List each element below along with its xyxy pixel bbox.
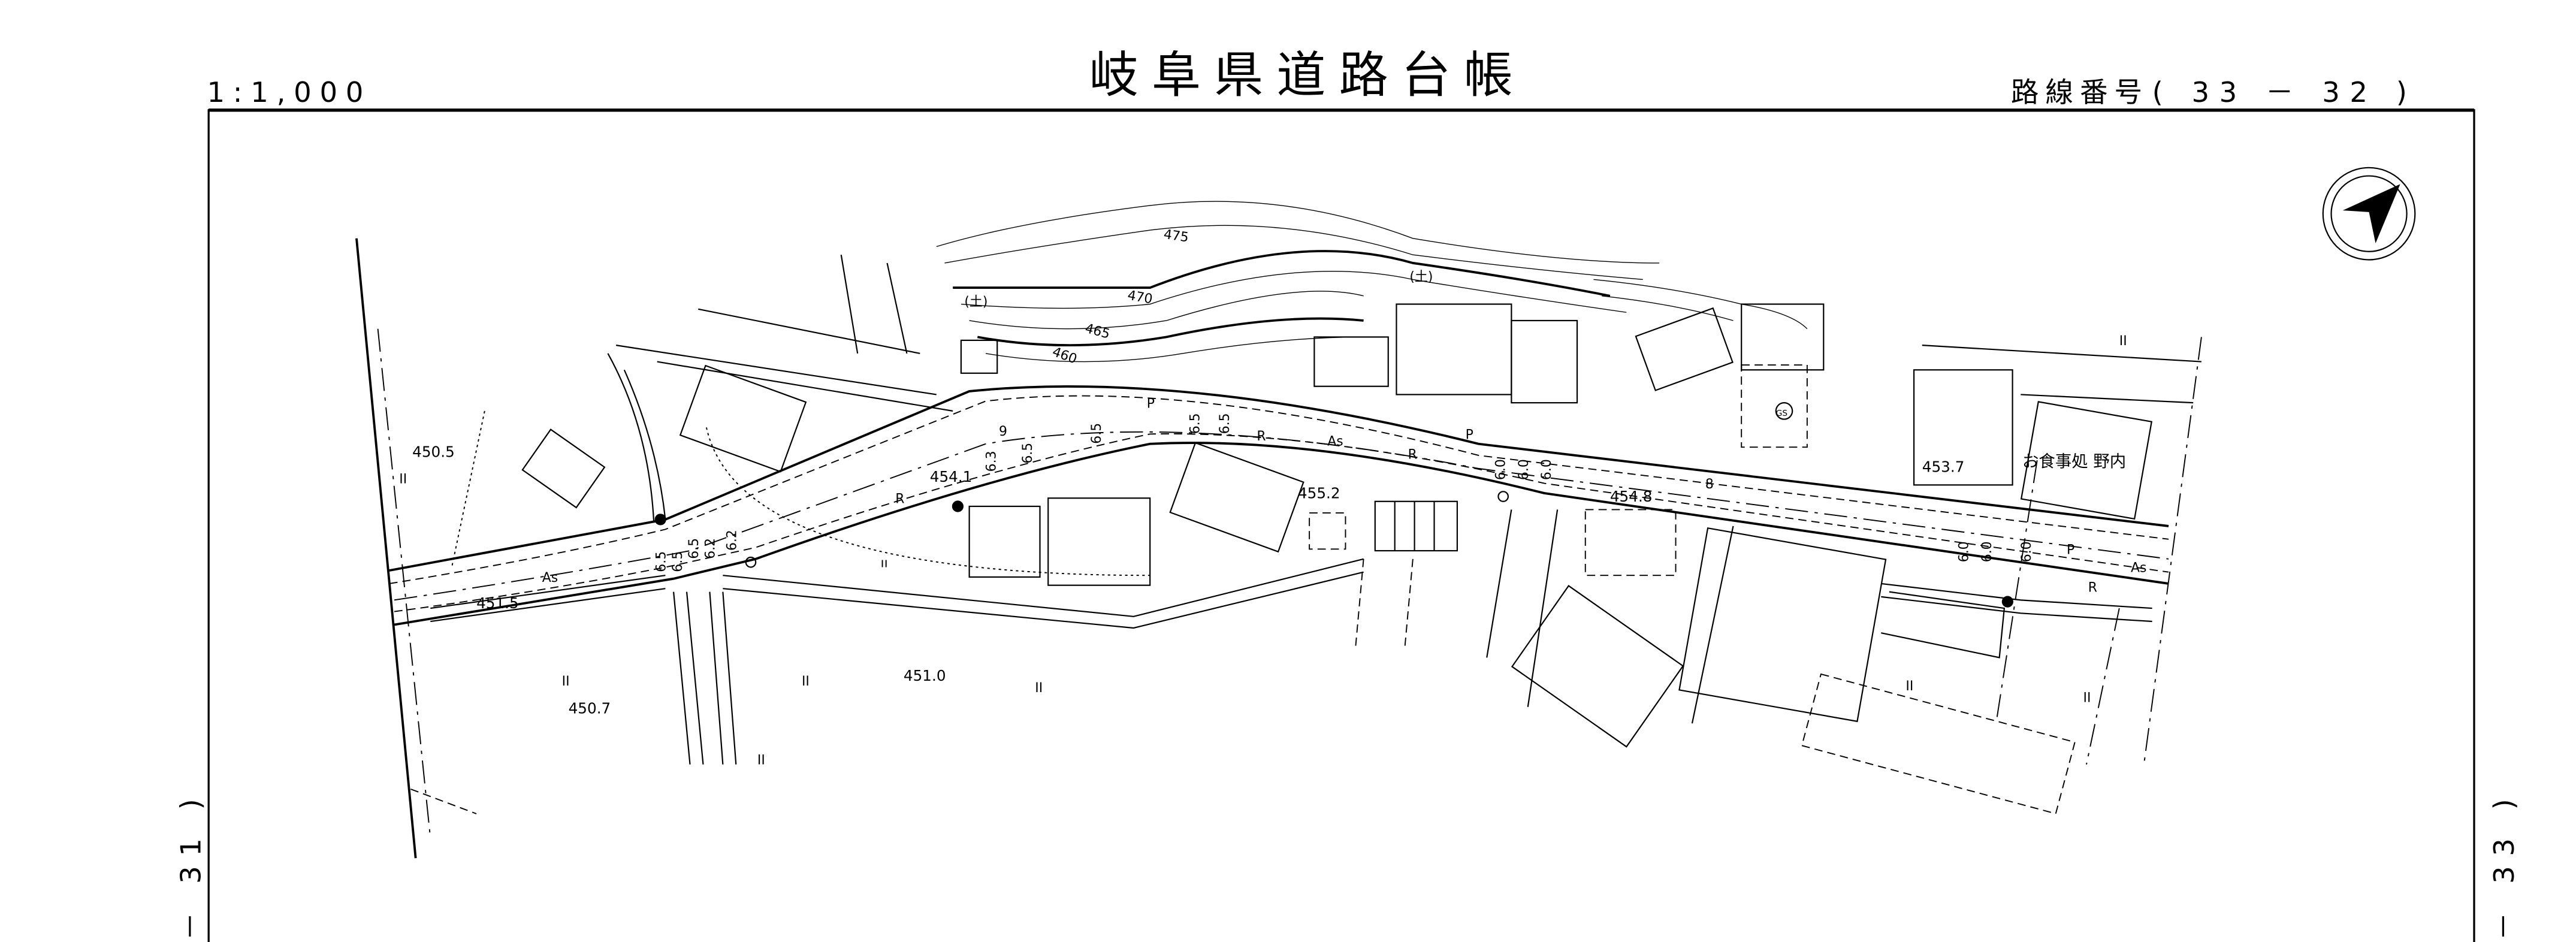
elevation-label: 450.5 [412,443,455,461]
road-marker-label: 8 [1705,477,1714,492]
paddy-symbol: II [2119,334,2127,349]
road-width-label: 6.5 [1188,413,1203,434]
surface-label-road: R [895,491,904,506]
route-number: ( 33 － 32 ) [2152,76,2417,108]
contour-label: 465 [1083,321,1112,342]
paddy-symbol: II [2083,690,2091,705]
surface-label-pavement: P [1147,396,1155,411]
surface-label-asphalt: As [1327,434,1343,449]
road-width-label: 6.5 [687,538,702,559]
route-label: 路線番号 [2011,76,2149,108]
paddy-symbol: II [802,674,810,689]
surface-label-road: R [1408,447,1417,462]
road-width-label: 6.2 [724,530,739,551]
surface-label-road: R [2088,581,2097,596]
field-symbol: ıı [881,555,888,570]
soil-symbol: (土) [964,294,987,309]
elevation-label: 453.7 [1922,458,1965,475]
road-width-label: 6.5 [654,551,669,572]
surface-label-pavement: P [1466,427,1473,442]
road-width-label: 6.0 [2019,541,2034,562]
surface-label-road: R [1257,429,1266,444]
map-labels: 475 470 465 460 450.5 451.5 450.7 451.0 … [399,227,2146,768]
contour-label: 460 [1050,345,1079,367]
scale-label: 1:1,000 [207,76,372,108]
road-width-label: 6.5 [1089,423,1104,444]
road-width-label: 6.0 [1980,541,1995,562]
map-linework [355,201,2202,859]
adjacent-sheet-left[interactable]: － 31 ) [175,789,207,941]
elevation-label: 455.2 [1298,484,1340,502]
contour-label: 470 [1127,288,1154,307]
paddy-symbol: II [1905,679,1913,694]
elevation-label: 454.8 [1610,488,1653,505]
road-width-label: 6.5 [671,551,685,572]
surface-label-asphalt: As [542,570,558,585]
sheet-title: 岐阜県道路台帳 [1089,47,1526,104]
paddy-symbol: II [399,472,407,487]
elevation-label: 454.1 [930,468,973,485]
road-width-label: 6.2 [703,538,718,559]
gas-station-symbol: GS [1776,409,1787,418]
adjacent-sheet-right[interactable]: － 33 ) [2488,789,2520,941]
soil-symbol: (土) [1409,270,1433,285]
road-width-label: 6.0 [1493,459,1508,480]
road-width-label: 9 [999,424,1007,439]
elevation-label: 451.5 [476,594,519,612]
road-width-label: 6.0 [1517,459,1532,480]
paddy-symbol: II [757,753,765,768]
place-name-restaurant: お食事処 野内 [2022,452,2126,471]
elevation-label: 451.0 [904,667,946,684]
elevation-label: 450.7 [569,700,611,717]
north-arrow-icon [2322,167,2416,261]
road-width-label: 6.3 [984,451,999,472]
contour-label: 475 [1162,227,1189,246]
surface-label-asphalt: As [2131,561,2146,576]
road-width-label: 6.5 [1218,413,1233,434]
road-width-label: 6.0 [1957,541,1972,562]
paddy-symbol: II [562,674,570,689]
road-width-label: 6.5 [1020,443,1035,464]
paddy-symbol: II [1035,681,1043,696]
road-width-label: 6.0 [1539,459,1554,480]
map-frame [207,109,2475,942]
surface-label-pavement: P [2067,543,2074,558]
